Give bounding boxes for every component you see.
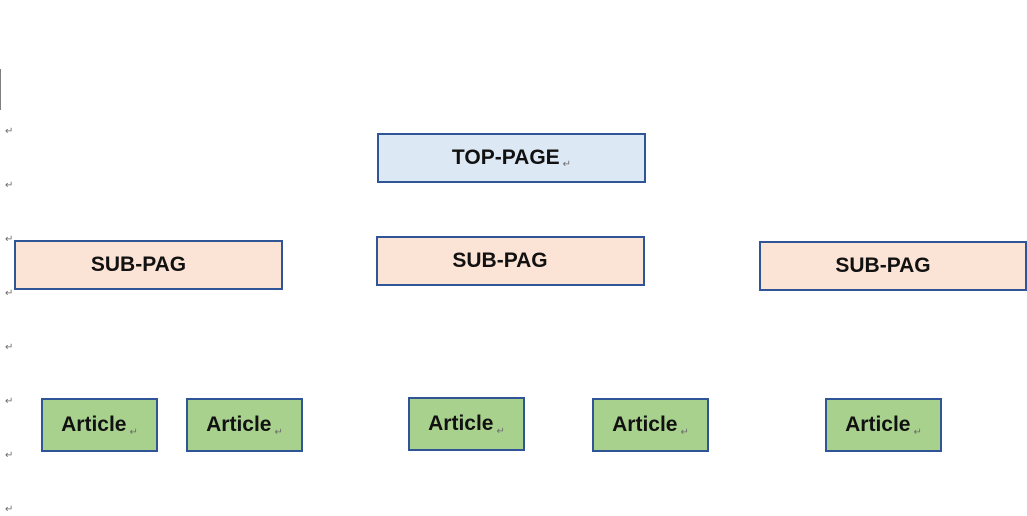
paragraph-mark: ↵ [5, 396, 14, 407]
paragraph-mark: ↵ [5, 234, 14, 245]
article-box[interactable]: Article ↵ [592, 398, 709, 452]
top-page-label: TOP-PAGE [451, 146, 560, 169]
sub-page-box[interactable]: SUB-PAG [14, 240, 283, 290]
sub-page-box[interactable]: SUB-PAG [759, 241, 1027, 291]
paragraph-mark: ↵ [496, 426, 505, 437]
article-label: Article [206, 413, 272, 436]
paragraph-mark: ↵ [913, 427, 922, 438]
paragraph-mark: ↵ [680, 427, 689, 438]
text-cursor [0, 69, 1, 110]
sub-page-box[interactable]: SUB-PAG [376, 236, 645, 286]
paragraph-mark: ↵ [5, 180, 14, 191]
paragraph-mark: ↵ [5, 450, 14, 461]
paragraph-mark: ↵ [5, 342, 14, 353]
article-label: Article [612, 413, 678, 436]
sub-page-label: SUB-PAG [90, 253, 187, 276]
paragraph-mark: ↵ [5, 288, 14, 299]
article-box[interactable]: Article ↵ [408, 397, 525, 451]
article-box[interactable]: Article ↵ [186, 398, 303, 452]
article-box[interactable]: Article ↵ [41, 398, 158, 452]
paragraph-mark: ↵ [274, 427, 283, 438]
article-box[interactable]: Article ↵ [825, 398, 942, 452]
paragraph-mark: ↵ [562, 159, 572, 170]
sub-page-label: SUB-PAG [452, 249, 548, 272]
paragraph-mark: ↵ [5, 126, 14, 137]
top-page-box[interactable]: TOP-PAGE ↵ [377, 133, 646, 183]
article-label: Article [428, 412, 494, 435]
paragraph-mark: ↵ [129, 427, 138, 438]
sub-page-label: SUB-PAG [835, 254, 931, 277]
paragraph-mark: ↵ [5, 504, 14, 515]
article-label: Article [845, 413, 911, 436]
article-label: Article [61, 413, 127, 436]
